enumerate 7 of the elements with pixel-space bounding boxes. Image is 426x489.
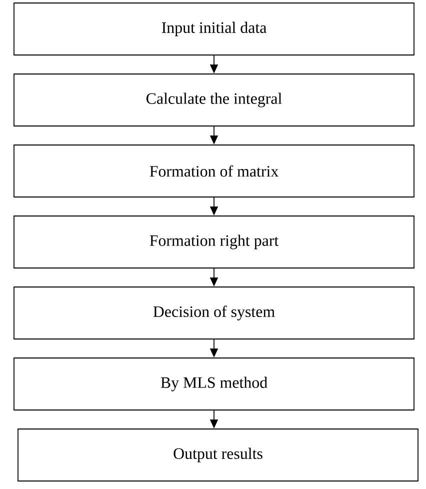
process-box: By MLS method <box>14 358 414 410</box>
process-box: Formation right part <box>14 216 414 268</box>
process-box: Calculate the integral <box>14 74 414 126</box>
process-box: Decision of system <box>14 286 414 340</box>
process-box: Formation of matrix <box>14 144 414 198</box>
process-box: Input initial data <box>14 2 414 56</box>
process-box: Output results <box>18 428 418 482</box>
